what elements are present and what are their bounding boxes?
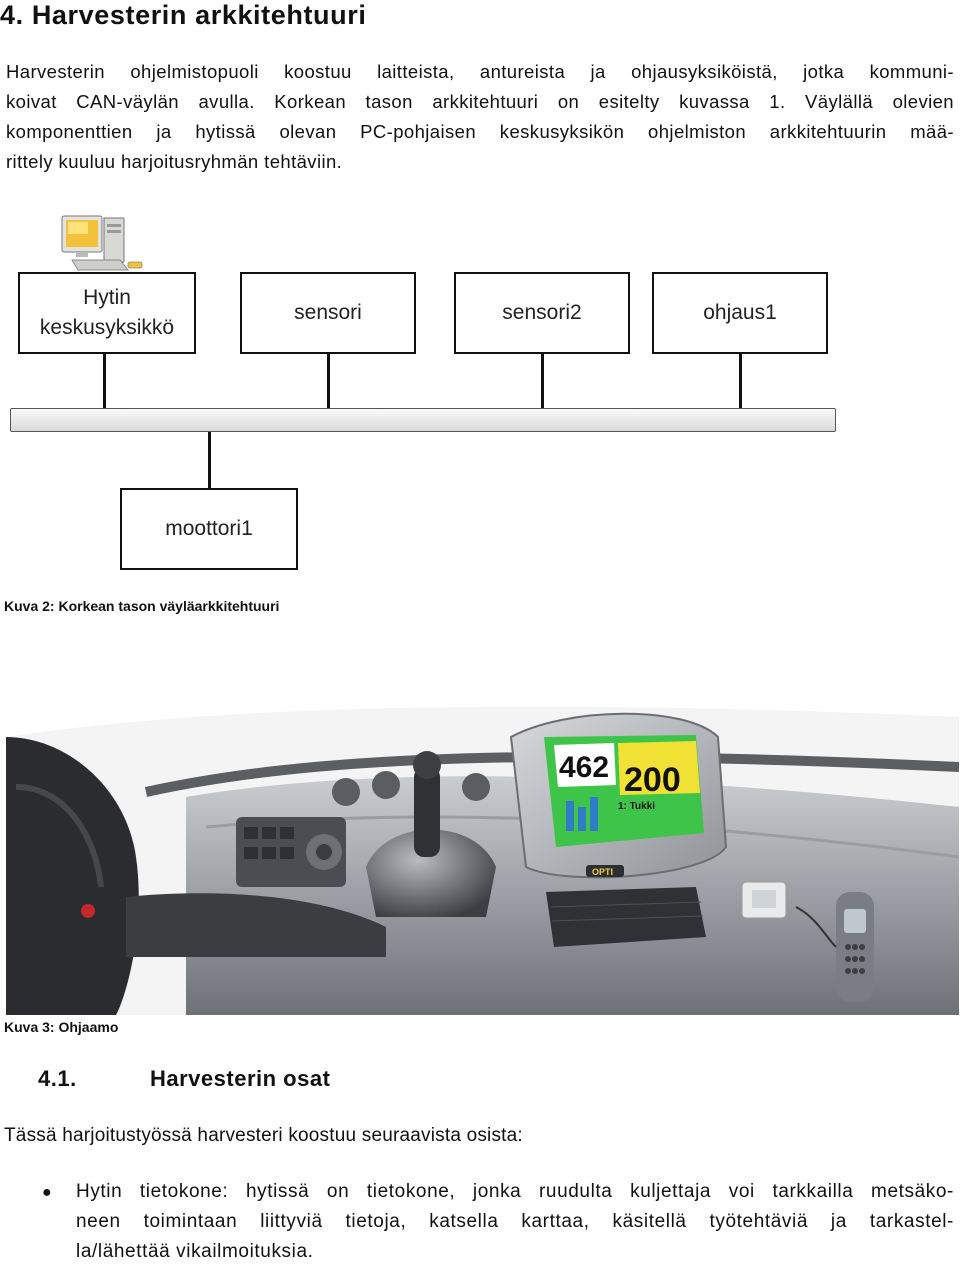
- node-label-line: Hytin: [83, 286, 131, 309]
- list-item-line: la/lähettää vikailmoituksia.: [76, 1241, 314, 1262]
- node-label: sensori: [294, 301, 362, 324]
- intro-paragraph: Harvesterin ohjelmistopuoli koostuu lait…: [6, 57, 954, 177]
- paragraph-line: komponenttien ja hytissä olevan PC-pohja…: [6, 121, 954, 142]
- node-sensori2: sensori2: [454, 272, 630, 354]
- section-heading: 4.1. Harvesterin osat: [0, 1066, 960, 1096]
- connector-line: [103, 354, 106, 410]
- connector-line: [327, 354, 330, 410]
- console-logo: OPTI: [592, 867, 613, 877]
- cabin-photo: 462 200 1: Tukki OPTI: [6, 697, 959, 1015]
- connector-line: [541, 354, 544, 410]
- node-label: moottori1: [165, 517, 253, 540]
- connector-line: [739, 354, 742, 410]
- bullet-icon: ●: [42, 1184, 52, 1201]
- node-hytin-keskusyksikko: Hytin keskusyksikkö: [18, 272, 196, 354]
- node-sensori: sensori: [240, 272, 416, 354]
- node-ohjaus1: ohjaus1: [652, 272, 828, 354]
- node-label-line: keskusyksikkö: [39, 316, 175, 339]
- list-item-line: neen toimintaan liittyviä tietoja, katse…: [76, 1211, 954, 1232]
- paragraph-line: koivat CAN-väylän avulla. Korkean tason …: [6, 91, 954, 112]
- computer-icon: [61, 215, 143, 271]
- page-heading: 4. Harvesterin arkkitehtuuri: [0, 0, 367, 30]
- screen-number-left: 462: [559, 751, 609, 784]
- node-label: sensori2: [502, 301, 582, 324]
- list-item-line: Hytin tietokone: hytissä on tietokone, j…: [76, 1181, 954, 1202]
- section-intro: Tässä harjoitustyössä harvesteri koostuu…: [4, 1125, 523, 1146]
- node-moottori1: moottori1: [120, 488, 298, 570]
- list-item: Hytin tietokone: hytissä on tietokone, j…: [76, 1177, 954, 1267]
- section-number: 4.1.: [38, 1066, 77, 1091]
- bus-architecture-diagram: Hytin keskusyksikkö sensori sensori2 ohj…: [0, 0, 960, 600]
- screen-number-right: 200: [624, 761, 681, 799]
- diagram-caption: Kuva 2: Korkean tason väyläarkkitehtuuri: [4, 598, 280, 614]
- can-bus-bar: [10, 408, 836, 432]
- node-label: ohjaus1: [703, 301, 777, 324]
- cabin-illustration: 462 200 1: Tukki OPTI: [6, 697, 959, 1015]
- connector-line: [208, 432, 211, 490]
- section-title: Harvesterin osat: [150, 1066, 331, 1091]
- paragraph-line: rittely kuuluu harjoitusryhmän tehtäviin…: [6, 151, 343, 172]
- paragraph-line: Harvesterin ohjelmistopuoli koostuu lait…: [6, 61, 954, 82]
- photo-caption: Kuva 3: Ohjaamo: [4, 1019, 119, 1035]
- screen-sublabel: 1: Tukki: [618, 801, 655, 812]
